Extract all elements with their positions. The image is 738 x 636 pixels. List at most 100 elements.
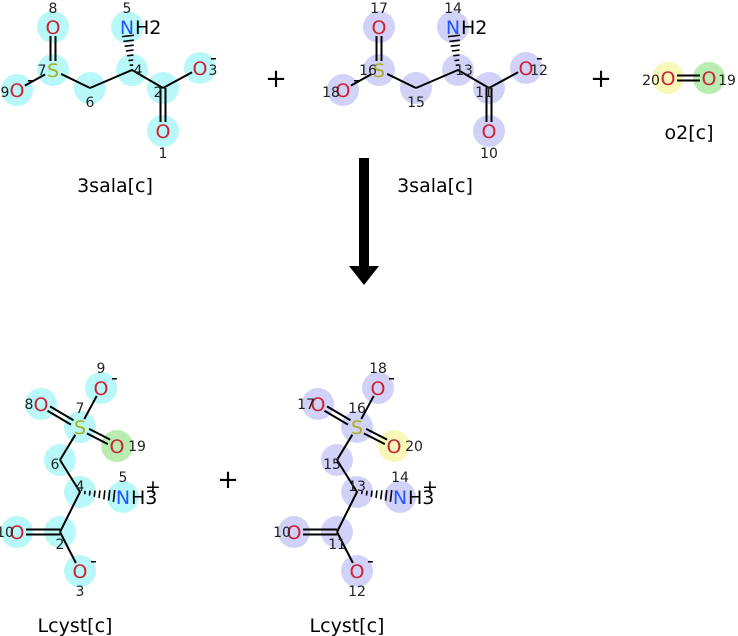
atom-index: 16 [348, 401, 366, 417]
atom-index: 20 [642, 73, 660, 89]
atom-index: 20 [405, 439, 423, 455]
atom-highlight [184, 52, 216, 84]
atom-index: 7 [76, 401, 85, 417]
atom-highlight [107, 481, 139, 513]
stereo-hash-bond [380, 490, 383, 500]
atom-index: 10 [273, 525, 291, 541]
double-bond [88, 427, 111, 441]
atom-charge: - [27, 69, 34, 91]
atom-highlight [278, 516, 310, 548]
atom-symbol: O [661, 68, 676, 90]
atom-symbol: O [34, 394, 49, 416]
atom-symbol: O [287, 522, 302, 544]
atom-symbol: N [393, 487, 407, 509]
atom-index: 10 [0, 525, 14, 541]
stereo-hash-bond [365, 490, 368, 496]
atom-symbol: O [482, 121, 497, 143]
stereo-hash-bond [124, 44, 134, 47]
atom-index: 15 [323, 457, 341, 473]
atom-symbol: N [446, 17, 460, 39]
atom-index: 17 [370, 1, 388, 17]
atom-index: 6 [86, 95, 95, 111]
atom-index: 14 [391, 470, 409, 486]
double-bond [365, 427, 388, 441]
stereo-hash-bond [449, 39, 460, 43]
hydrogen-label: H2 [135, 17, 161, 39]
stereo-hash-bond [93, 490, 96, 497]
atom-highlight [362, 372, 394, 404]
atom-highlight [693, 62, 725, 94]
stereo-hash-bond [88, 490, 91, 496]
atom-highlight [64, 555, 96, 587]
atom-symbol: S [351, 417, 363, 439]
stereo-hash-bond [453, 54, 460, 57]
single-bond [360, 395, 375, 420]
atom-charge: + [422, 476, 438, 498]
atom-index: 5 [119, 470, 128, 486]
atom-index: 13 [348, 479, 366, 495]
atom-index: 8 [49, 1, 58, 17]
atom-highlight [147, 115, 179, 147]
single-bond [59, 459, 81, 493]
atom-index: 17 [297, 397, 315, 413]
stereo-hash-bond [454, 59, 460, 62]
atom-index: 9 [97, 361, 106, 377]
atom-symbol: O [372, 17, 387, 39]
atom-index: 6 [51, 457, 60, 473]
atom-symbol: O [10, 522, 25, 544]
bonds [1, 11, 725, 587]
single-bond [83, 395, 98, 420]
atom-highlight [1, 74, 33, 106]
stereo-hash-bond [128, 59, 134, 62]
stereo-hash-bond [375, 490, 378, 499]
stereo-hash-bond [123, 39, 134, 43]
atom-symbol: N [116, 487, 130, 509]
hydrogen-label: H3 [408, 487, 434, 509]
single-bond [59, 531, 77, 564]
single-bond [336, 531, 354, 564]
atom-symbol: O [371, 378, 386, 400]
atom-symbol: O [519, 58, 534, 80]
atom-index: 3 [76, 584, 85, 600]
atom-index: 4 [76, 479, 85, 495]
molecule-name: Lcyst[c] [310, 615, 385, 636]
atom-highlight [1, 516, 33, 548]
atom-index: 15 [407, 95, 425, 111]
atom-symbol: O [10, 80, 25, 102]
atom-index: 11 [328, 537, 346, 553]
single-bond [131, 69, 164, 89]
atom-highlight [363, 11, 395, 43]
atom-symbol: O [46, 17, 61, 39]
single-bond [336, 459, 358, 493]
single-bond [89, 69, 133, 89]
atom-charge: + [145, 476, 161, 498]
atom-highlight [37, 11, 69, 43]
atom-symbol: O [193, 58, 208, 80]
stereo-hash-bond [451, 49, 460, 52]
atom-symbol: S [74, 417, 86, 439]
atom-index: 18 [322, 85, 340, 101]
atom-symbol: O [350, 561, 365, 583]
atom-symbol: O [73, 561, 88, 583]
plus-sign: + [217, 465, 239, 495]
plus-sign: + [265, 64, 287, 94]
atom-index: 10 [480, 146, 498, 162]
atom-symbol: O [336, 80, 351, 102]
atom-index: 11 [475, 85, 493, 101]
double-bond [49, 405, 75, 422]
plus-sign: + [590, 64, 612, 94]
stereo-hash-bond [107, 490, 111, 501]
atom-charge: - [388, 367, 395, 389]
stereo-hash-bond [370, 490, 373, 497]
atom-index: 12 [530, 63, 548, 79]
atom-highlight [327, 74, 359, 106]
atom-symbol: O [156, 121, 171, 143]
stereo-hash-bond [127, 54, 134, 57]
single-bond [24, 73, 46, 87]
